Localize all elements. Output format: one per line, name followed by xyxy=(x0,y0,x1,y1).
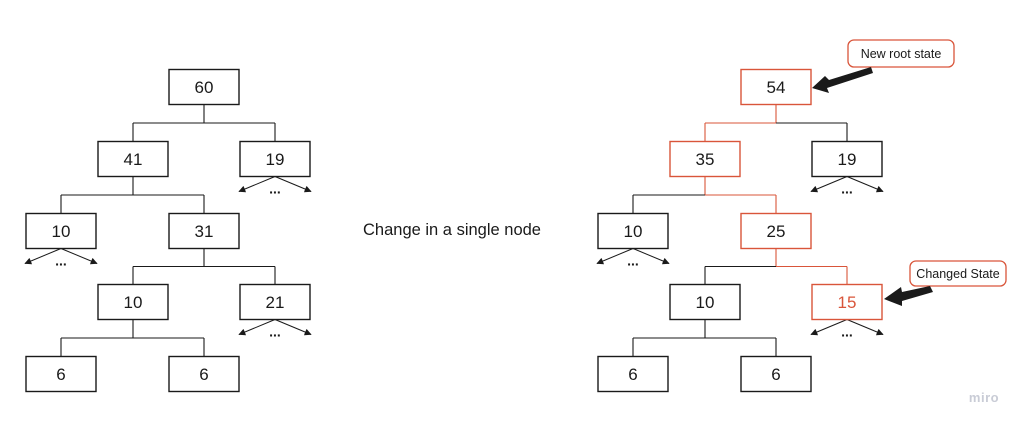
ellipsis-text: ... xyxy=(269,181,281,197)
node-value: 31 xyxy=(195,222,214,241)
arrow-right-icon xyxy=(632,248,670,265)
tree-node-l3a: 10 xyxy=(669,283,741,321)
node-box xyxy=(168,68,240,106)
node-value: 21 xyxy=(266,293,285,312)
node-value: 6 xyxy=(771,365,780,384)
node-box xyxy=(25,212,97,250)
node-box xyxy=(597,355,669,393)
watermark-logo: miro xyxy=(969,390,999,405)
arrow-right-icon xyxy=(274,176,312,193)
node-value: 41 xyxy=(124,150,143,169)
node-box xyxy=(740,212,812,250)
subtree-omitted: ... xyxy=(238,319,312,340)
callout-arrow xyxy=(884,286,933,306)
node-box xyxy=(811,283,883,321)
node-box xyxy=(239,140,311,178)
node-value: 6 xyxy=(628,365,637,384)
node-value: 10 xyxy=(52,222,71,241)
arrow-left-icon xyxy=(810,319,848,336)
callout-changed-state: Changed State xyxy=(884,260,1007,306)
node-value: 35 xyxy=(696,150,715,169)
arrow-left-icon xyxy=(810,176,848,193)
tree-node-l3a: 10 xyxy=(97,283,169,321)
node-value: 19 xyxy=(266,150,285,169)
arrow-right-icon xyxy=(274,319,312,336)
arrow-right-icon xyxy=(846,176,884,193)
ellipsis-text: ... xyxy=(269,324,281,340)
node-value: 10 xyxy=(624,222,643,241)
node-box xyxy=(669,140,741,178)
tree-node-l2b: 31 xyxy=(168,212,240,250)
node-value: 54 xyxy=(767,78,786,97)
subtree-omitted: ... xyxy=(810,176,884,197)
node-value: 10 xyxy=(696,293,715,312)
arrow-right-icon xyxy=(60,248,98,265)
callout-arrow xyxy=(812,67,873,93)
callout-label: New root state xyxy=(861,47,942,61)
arrow-right-icon xyxy=(846,319,884,336)
ellipsis-text: ... xyxy=(841,324,853,340)
arrow-left-icon xyxy=(238,176,276,193)
node-box xyxy=(597,212,669,250)
node-value: 15 xyxy=(838,293,857,312)
node-box xyxy=(669,283,741,321)
tree-node-l4a: 6 xyxy=(25,355,97,393)
node-box xyxy=(25,355,97,393)
tree-node-l1a: 41 xyxy=(97,140,169,178)
node-value: 6 xyxy=(199,365,208,384)
node-value: 6 xyxy=(56,365,65,384)
tree-node-root: 60 xyxy=(168,68,240,106)
node-value: 60 xyxy=(195,78,214,97)
ellipsis-text: ... xyxy=(841,181,853,197)
caption-text: Change in a single node xyxy=(363,221,541,239)
node-box xyxy=(740,68,812,106)
tree-node-l1b: 19 xyxy=(811,140,883,178)
callout-box xyxy=(847,39,955,68)
subtree-omitted: ... xyxy=(238,176,312,197)
node-box xyxy=(811,140,883,178)
node-box xyxy=(168,355,240,393)
tree-node-root: 54 xyxy=(740,68,812,106)
ellipsis-text: ... xyxy=(55,253,67,269)
arrow-left-icon xyxy=(24,248,62,265)
node-value: 10 xyxy=(124,293,143,312)
ellipsis-text: ... xyxy=(627,253,639,269)
subtree-omitted: ... xyxy=(810,319,884,340)
subtree-omitted: ... xyxy=(596,248,670,269)
tree-node-l4b: 6 xyxy=(740,355,812,393)
subtree-omitted: ... xyxy=(24,248,98,269)
node-box xyxy=(168,212,240,250)
tree-node-l4b: 6 xyxy=(168,355,240,393)
tree-node-l4a: 6 xyxy=(597,355,669,393)
tree-node-l2a: 10 xyxy=(25,212,97,250)
tree-node-l1b: 19 xyxy=(239,140,311,178)
left-tree: ......... 60 41 19 10 31 10 21 6 6 xyxy=(24,68,312,393)
node-box xyxy=(97,283,169,321)
tree-node-l1a: 35 xyxy=(669,140,741,178)
callout-box xyxy=(909,260,1007,287)
tree-node-l2b: 25 xyxy=(740,212,812,250)
node-box xyxy=(740,355,812,393)
callout-label: Changed State xyxy=(916,267,999,281)
callout-new-root-state: New root state xyxy=(812,39,955,93)
arrow-left-icon xyxy=(596,248,634,265)
arrow-left-icon xyxy=(238,319,276,336)
node-box xyxy=(239,283,311,321)
right-tree: ......... 54 35 19 10 25 10 15 6 6 xyxy=(596,68,884,393)
tree-node-l2a: 10 xyxy=(597,212,669,250)
tree-node-l3b: 15 xyxy=(811,283,883,321)
node-value: 25 xyxy=(767,222,786,241)
tree-node-l3b: 21 xyxy=(239,283,311,321)
node-value: 19 xyxy=(838,150,857,169)
node-box xyxy=(97,140,169,178)
